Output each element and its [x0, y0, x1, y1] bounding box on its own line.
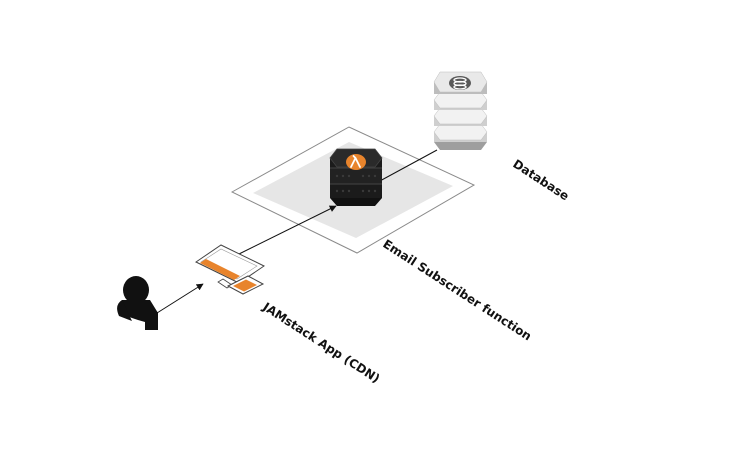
database-icon: [433, 71, 488, 150]
person-icon: [117, 276, 158, 330]
lambda-icon: [329, 148, 383, 206]
devices-icon: [195, 244, 265, 295]
database-label: Database: [510, 157, 571, 204]
user-to-app-arrow: [156, 283, 204, 314]
app-label: JAMstack App (CDN): [260, 299, 383, 386]
app-to-function-arrow: [238, 205, 337, 255]
function-to-database-connector: [377, 149, 438, 183]
function-label: Email Subscriber function: [380, 237, 534, 344]
